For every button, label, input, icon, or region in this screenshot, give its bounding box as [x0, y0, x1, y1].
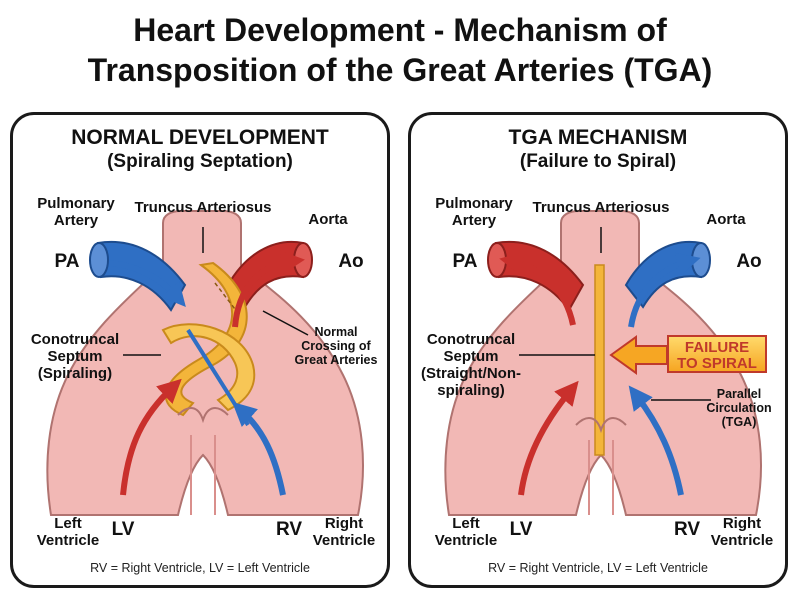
- tga-rv-label: RV: [673, 519, 701, 540]
- red-flow-arrow-lv: [120, 378, 182, 496]
- normal-development-panel: NORMAL DEVELOPMENT (Spiraling Septation)…: [10, 112, 390, 588]
- diagram-title: Heart Development - Mechanism of Transpo…: [0, 10, 800, 90]
- red-flow-arrow-ao: [232, 250, 305, 328]
- right-ventricle-label: Right Ventricle: [312, 515, 376, 549]
- tga-mechanism-panel: TGA MECHANISM (Failure to Spiral) Pulmon…: [408, 112, 788, 588]
- straight-septum: [594, 264, 605, 456]
- tga-subheading: (Failure to Spiral): [519, 151, 677, 172]
- pa-vessel-opening: [89, 242, 109, 278]
- lv-label: LV: [111, 519, 135, 540]
- blue-flow-arrow-pa: [108, 260, 186, 308]
- tga-heading: TGA MECHANISM: [508, 126, 688, 149]
- crossing-label: Normal Crossing of Great Arteries: [294, 325, 378, 367]
- left-ventricle-label: Left Ventricle: [36, 515, 100, 549]
- tga-right-ventricle-label: Right Ventricle: [710, 515, 774, 549]
- title-line-1: Heart Development - Mechanism of: [133, 12, 667, 48]
- truncus-label: Truncus Arteriosus: [134, 199, 272, 216]
- ao-label: Ao: [338, 251, 364, 272]
- tga-ao-label: Ao: [736, 251, 762, 272]
- rv-label: RV: [275, 519, 303, 540]
- septum-label: Conotruncal Septum (Spiraling): [30, 331, 120, 382]
- aorta-label: Aorta: [308, 211, 348, 228]
- pa-label: PA: [54, 251, 80, 272]
- blue-flow-arrow-rv: [232, 401, 286, 496]
- tga-aorta-label: Aorta: [706, 211, 746, 228]
- tga-blue-arrow-top: [628, 252, 701, 328]
- failure-to-spiral-badge: FAILURE TO SPIRAL: [667, 335, 767, 373]
- normal-heading: NORMAL DEVELOPMENT: [71, 126, 329, 149]
- tga-pulmonary-artery-label: Pulmonary Artery: [435, 195, 513, 229]
- ao-vessel-opening: [293, 242, 313, 278]
- spiraling-septum-2: [161, 323, 256, 412]
- pulmonary-artery-label: Pulmonary Artery: [37, 195, 115, 229]
- parallel-circulation-label: Parallel Circulation (TGA): [706, 387, 772, 429]
- right-footnote: RV = Right Ventricle, LV = Left Ventricl…: [488, 561, 708, 575]
- left-footnote: RV = Right Ventricle, LV = Left Ventricl…: [90, 561, 310, 575]
- tga-septum-label: Conotruncal Septum (Straight/Non- spiral…: [421, 331, 521, 399]
- tga-pa-label: PA: [452, 251, 478, 272]
- normal-heart-illustration: [46, 210, 364, 516]
- tga-red-arrow-top: [499, 251, 576, 326]
- tga-left-ventricle-label: Left Ventricle: [434, 515, 498, 549]
- tga-truncus-label: Truncus Arteriosus: [532, 199, 670, 216]
- tga-blue-arrow-rv: [628, 385, 684, 496]
- failure-text: FAILURE TO SPIRAL: [677, 339, 757, 372]
- tga-lv-label: LV: [509, 519, 533, 540]
- spiraling-septum: [164, 261, 248, 417]
- title-line-2: Transposition of the Great Arteries (TGA…: [87, 52, 713, 88]
- normal-subheading: (Spiraling Septation): [107, 151, 293, 172]
- tga-red-arrow-lv: [518, 380, 579, 496]
- tga-heart-illustration: [444, 210, 762, 516]
